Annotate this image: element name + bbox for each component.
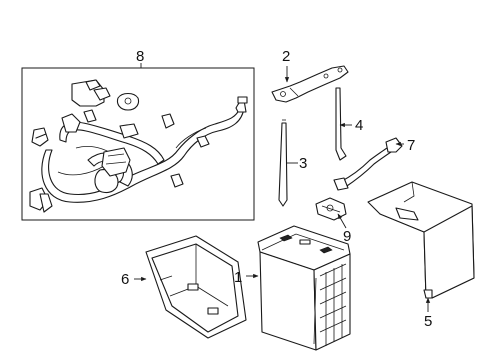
callout-6: 6 [121,271,129,288]
callout-2: 2 [282,48,290,65]
callout-7: 7 [407,137,415,154]
terminal-clamp [315,197,347,221]
callout-labels: 1 2 3 4 5 6 7 8 9 [121,48,432,330]
leader-lines [134,66,431,312]
hold-down-rod-3 [278,119,288,207]
callout-4: 4 [355,117,363,134]
hold-down-rod-4 [335,87,347,161]
hold-down-bracket [271,65,349,103]
harness-frame [21,67,255,221]
wire-harness [29,79,248,213]
battery-cable [333,137,403,191]
battery-cover [367,181,475,299]
callout-5: 5 [424,313,432,330]
wire-harness-group [21,63,255,221]
battery-tray [145,235,247,339]
callout-9: 9 [343,228,351,245]
battery [257,225,351,351]
callout-1: 1 [234,269,242,286]
callout-3: 3 [299,155,307,172]
callout-8: 8 [136,48,144,65]
